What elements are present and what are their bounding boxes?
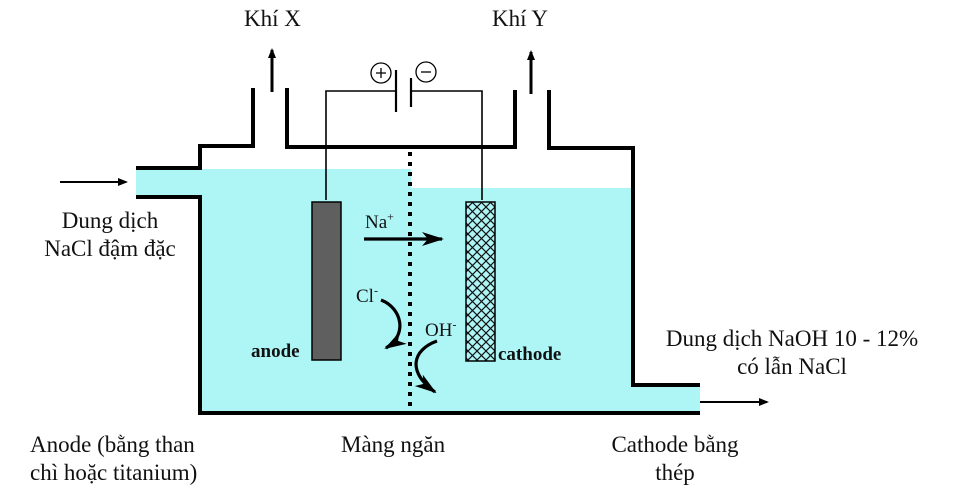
inlet-top-wall [136,88,255,170]
membrane-caption: Màng ngăn [341,432,446,457]
cathode-caption-line1: Cathode bằng [611,432,739,457]
inlet-label-line2: NaCl đậm đặc [44,236,176,261]
outlet-label-line2: có lẫn NaCl [737,354,847,379]
cathode-caption: Cathode bằng thép [580,431,770,487]
cl-ion-label: Cl- [356,283,378,307]
inlet-label: Dung dịch NaCl đậm đặc [20,207,200,263]
gas-x-label: Khí X [244,6,301,31]
cathode-label: cathode [498,344,562,365]
outlet-solution [633,386,700,413]
outlet-label: Dung dịch NaOH 10 - 12% có lẫn NaCl [642,325,942,381]
inlet-solution [136,170,202,196]
anode-compartment-solution [202,169,411,413]
inlet-label-line1: Dung dịch [61,208,159,233]
inlet-bottom-wall-and-cell [136,195,700,415]
right-wall [547,90,700,387]
anode-label: anode [251,341,300,362]
cell-roof [285,88,517,149]
oh-ion-label: OH- [425,317,457,341]
anode-caption: Anode (bằng than chì hoặc titanium) [30,431,197,487]
cathode-wire [411,90,483,200]
na-ion-label: Na+ [365,209,394,233]
anode-caption-line2: chì hoặc titanium) [30,460,198,485]
outlet-label-line1: Dung dịch NaOH 10 - 12% [665,326,919,351]
oh-ion-arrow [414,339,438,394]
solution [136,169,700,413]
anode-caption-line1: Anode (bằng than [30,432,195,457]
cathode-caption-line2: thép [655,460,695,485]
gas-y-label: Khí Y [492,6,549,31]
cell-outline [136,88,700,415]
cathode-compartment-solution [411,188,633,413]
cl-ion-arrow [380,298,407,350]
anode-wire [325,90,396,200]
cathode-electrode [465,201,496,362]
anode-electrode [311,201,342,361]
